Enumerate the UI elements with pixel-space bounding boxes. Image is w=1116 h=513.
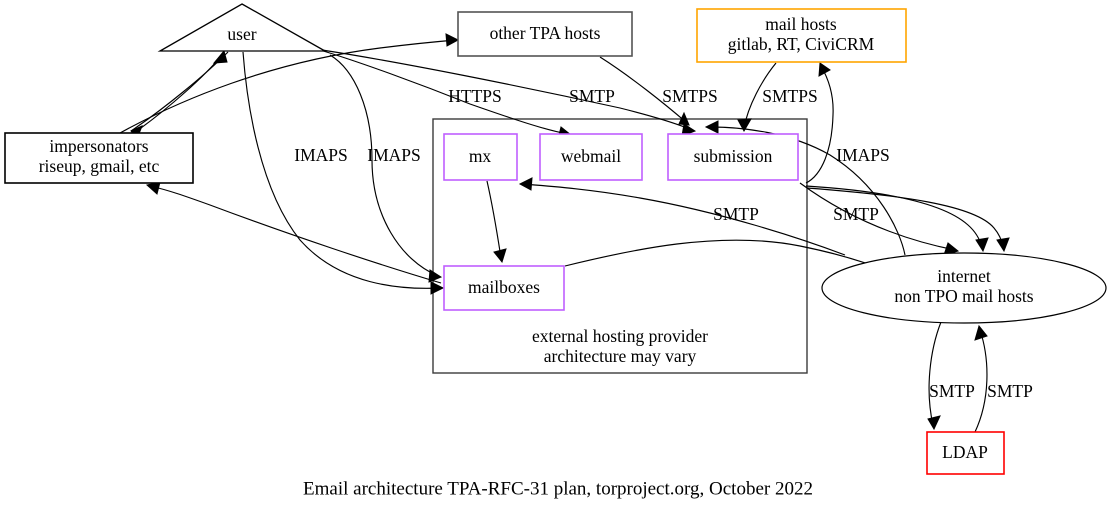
edge-label-smtp-mid-left: SMTP (713, 204, 759, 224)
edge-internet-to-ldap-smtp (928, 321, 942, 426)
arrowhead-internet-5 (974, 324, 988, 341)
node-internet-label-line1: internet (937, 266, 991, 286)
node-mail-hosts-label-line1: mail hosts (765, 14, 837, 34)
arrowhead-internet-4 (996, 237, 1010, 253)
node-internet[interactable]: internet non TPO mail hosts (821, 252, 1107, 324)
node-other-tpa-hosts-label: other TPA hosts (490, 23, 601, 43)
node-ldap-label: LDAP (942, 442, 988, 462)
node-ldap[interactable]: LDAP (926, 431, 1005, 475)
edge-submission-to-internet-smtp (799, 182, 956, 251)
edge-impersonators-to-other-tpa-hosts (119, 39, 457, 134)
node-internet-label-line2: non TPO mail hosts (894, 286, 1033, 306)
edge-mailboxes-to-internet-smtp (564, 239, 891, 273)
arrowhead-user-1 (212, 49, 228, 64)
arrowhead-mailboxes-2 (428, 269, 443, 283)
edge-user-to-mailboxes-imaps-1 (242, 51, 442, 289)
arrowhead-mailboxes-1 (430, 281, 445, 295)
node-mailboxes[interactable]: mailboxes (443, 265, 565, 311)
edge-label-imaps-1: IMAPS (294, 145, 348, 165)
arrowhead-other-tpa-hosts (445, 33, 460, 47)
edge-label-smtp-ldap-out: SMTP (929, 381, 975, 401)
edge-label-smtps-left: SMTPS (662, 86, 717, 106)
arrowhead-internet-3 (975, 237, 989, 253)
node-submission[interactable]: submission (667, 133, 799, 181)
edge-other-tpa-hosts-to-submission-smtps (599, 56, 688, 124)
edge-label-https: HTTPS (448, 86, 501, 106)
edge-label-imaps-2: IMAPS (367, 145, 421, 165)
edge-internet-to-mx-smtp (522, 183, 846, 256)
edge-user-to-mailboxes-imaps-2 (329, 54, 439, 277)
node-mx-label: mx (469, 146, 492, 166)
edge-mailboxes-to-mail-hosts-imaps (805, 65, 834, 184)
node-submission-label: submission (694, 146, 773, 166)
edge-user-to-webmail-https (319, 49, 569, 135)
node-impersonators-label-line1: impersonators (49, 136, 148, 156)
cluster-external-hosting-provider: external hosting provider architecture m… (432, 118, 808, 374)
edge-label-imaps-3: IMAPS (836, 145, 890, 165)
edge-mailboxes-to-impersonators (149, 185, 442, 284)
node-webmail[interactable]: webmail (539, 133, 643, 181)
arrowhead-mail-hosts (818, 62, 831, 77)
edges-layer (119, 33, 1010, 433)
node-webmail-label: webmail (561, 146, 621, 166)
arrowhead-impersonators-2 (145, 181, 161, 195)
node-mx[interactable]: mx (443, 133, 518, 181)
edge-label-smtps-right: SMTPS (762, 86, 817, 106)
arrowhead-mailboxes-3 (493, 248, 507, 264)
arrowhead-mx (518, 177, 533, 191)
node-user[interactable]: user (157, 3, 328, 52)
node-user-label: user (227, 24, 256, 44)
node-impersonators[interactable]: impersonators riseup, gmail, etc (4, 132, 194, 184)
arrowhead-submission-4 (737, 118, 752, 133)
edge-impersonators-to-user (133, 54, 223, 134)
edge-ldap-to-internet-smtp (974, 329, 988, 433)
node-mail-hosts[interactable]: mail hosts gitlab, RT, CiviCRM (696, 8, 907, 63)
edge-label-smtp-mid-right: SMTP (833, 204, 879, 224)
node-mail-hosts-label-line2: gitlab, RT, CiviCRM (728, 34, 875, 54)
edge-label-smtp-ldap-in: SMTP (987, 381, 1033, 401)
edge-mx-to-mailboxes (486, 180, 502, 259)
diagram-caption: Email architecture TPA-RFC-31 plan, torp… (303, 478, 813, 499)
edge-labels-layer: HTTPS SMTP SMTPS SMTPS IMAPS IMAPS IMAPS… (294, 86, 1033, 401)
node-other-tpa-hosts[interactable]: other TPA hosts (457, 11, 633, 57)
arrowhead-submission-2 (678, 111, 690, 126)
edge-label-smtp-top: SMTP (569, 86, 615, 106)
cluster-label-line1: external hosting provider (532, 326, 708, 346)
node-mailboxes-label: mailboxes (468, 277, 540, 297)
edge-user-to-submission-smtp (321, 49, 693, 131)
arrowhead-submission-3 (704, 120, 719, 134)
node-impersonators-label-line2: riseup, gmail, etc (39, 156, 160, 176)
cluster-label-line2: architecture may vary (544, 346, 697, 366)
arrowhead-ldap (927, 415, 941, 431)
edge-submission-to-internet-2 (805, 185, 983, 248)
